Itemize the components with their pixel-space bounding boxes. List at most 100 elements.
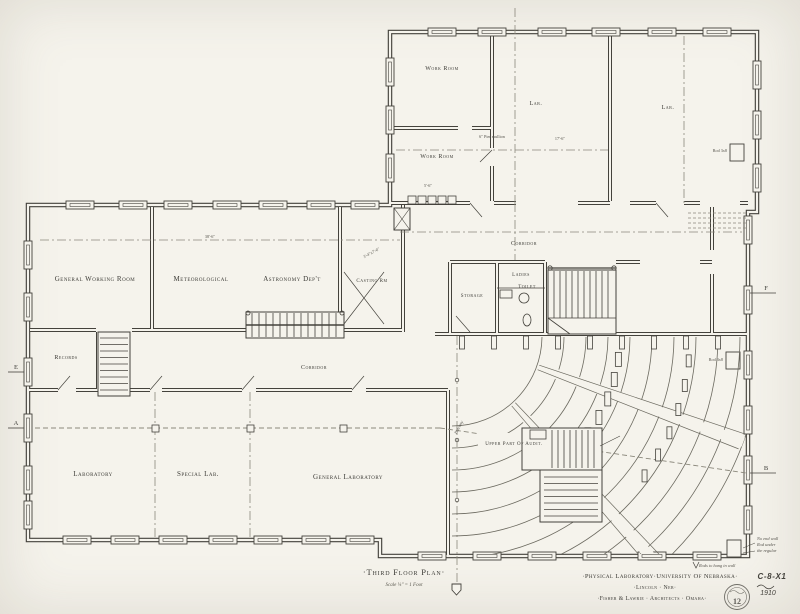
window-sash bbox=[310, 203, 332, 207]
seat-standard bbox=[641, 469, 648, 483]
door-swing bbox=[351, 375, 365, 391]
window-sash bbox=[26, 469, 30, 491]
door-swing bbox=[655, 202, 669, 218]
pier bbox=[339, 424, 348, 433]
booth-lower bbox=[539, 469, 603, 523]
window bbox=[163, 200, 193, 210]
window bbox=[385, 105, 395, 135]
window-sash bbox=[746, 459, 750, 481]
window-sash bbox=[349, 538, 371, 542]
note-corner-2: Rod under bbox=[756, 542, 776, 547]
stamp-arc-text bbox=[729, 590, 745, 594]
seating-row-arc bbox=[452, 337, 565, 449]
section-marker-f: F bbox=[764, 285, 768, 292]
window-sash bbox=[216, 203, 238, 207]
window-sash bbox=[755, 167, 759, 189]
window-sash bbox=[746, 409, 750, 431]
window bbox=[647, 27, 677, 37]
seat-standard bbox=[681, 379, 688, 392]
row-end-stub bbox=[715, 335, 721, 350]
fixtures-group bbox=[8, 143, 776, 596]
newel-post bbox=[547, 265, 553, 271]
window bbox=[350, 200, 380, 210]
window bbox=[208, 535, 238, 545]
window-sash bbox=[167, 203, 189, 207]
toilet-fixture bbox=[518, 292, 530, 304]
note-rod-1: Rod 3x8 bbox=[713, 148, 727, 153]
window bbox=[23, 240, 33, 270]
window-sash bbox=[421, 554, 443, 558]
stair-auditorium bbox=[547, 269, 617, 335]
window bbox=[158, 535, 188, 545]
approval-stamp: 12 bbox=[724, 584, 750, 610]
window bbox=[427, 27, 457, 37]
room-label-astronomy: Astronomy Dep't bbox=[263, 275, 321, 283]
window-sash bbox=[431, 30, 453, 34]
window bbox=[477, 27, 507, 37]
note-corner-3: the regular bbox=[757, 548, 777, 553]
room-label-general-lab: General Laboratory bbox=[313, 473, 383, 481]
window bbox=[385, 57, 395, 87]
centerlines-group bbox=[35, 8, 747, 584]
seat-standard bbox=[595, 410, 603, 425]
room-label-meteorological: Meteorological bbox=[174, 275, 229, 283]
window bbox=[472, 551, 502, 561]
section-markers: E A F B bbox=[14, 285, 769, 472]
sink bbox=[499, 289, 513, 299]
window-sash bbox=[541, 30, 563, 34]
chimney-hatch bbox=[393, 207, 411, 231]
note-rod-2: Rod 3x8 bbox=[709, 357, 723, 362]
room-label-work-room-lower: Work Room bbox=[420, 154, 453, 160]
window-sash bbox=[26, 361, 30, 383]
section-flag bbox=[451, 583, 462, 596]
sheet-year: 1910 bbox=[760, 590, 776, 597]
leader bbox=[742, 542, 756, 549]
row-end-stub bbox=[651, 335, 657, 350]
pier bbox=[151, 424, 160, 433]
note-pier-mullion: 6" Pier mullion bbox=[479, 134, 506, 139]
window bbox=[591, 27, 621, 37]
room-label-special-lab: Special Lab. bbox=[177, 470, 219, 478]
window bbox=[537, 27, 567, 37]
aisle bbox=[539, 363, 746, 447]
room-label-laboratory: Laboratory bbox=[73, 470, 112, 478]
seating-row-arc bbox=[452, 337, 543, 427]
locker bbox=[437, 195, 447, 205]
window-sash bbox=[26, 504, 30, 526]
note-dim-3: 3'-4"x7'-6" bbox=[362, 246, 381, 259]
room-label-records: Records bbox=[54, 355, 77, 361]
auditorium-structure-group bbox=[459, 335, 721, 523]
door-swing bbox=[149, 375, 163, 391]
window-sash bbox=[162, 538, 184, 542]
window bbox=[110, 535, 140, 545]
row-end-stub bbox=[459, 335, 465, 350]
note-dim-4: 38'-6" bbox=[205, 234, 215, 239]
seat-standard bbox=[675, 403, 682, 416]
room-label-ladies: Ladies bbox=[512, 273, 530, 278]
window-sash bbox=[26, 417, 30, 439]
seating-row-arc bbox=[639, 337, 741, 554]
handwritten-scribble bbox=[756, 584, 775, 590]
window bbox=[65, 200, 95, 210]
windows-group bbox=[23, 27, 762, 561]
window-sash bbox=[26, 296, 30, 318]
seat-standard bbox=[614, 351, 622, 367]
window-sash bbox=[595, 30, 617, 34]
stairs-group bbox=[97, 265, 617, 397]
room-label-work-room-top: Work Room bbox=[425, 66, 458, 72]
locker bbox=[407, 195, 417, 205]
door-swing bbox=[57, 375, 71, 391]
window-sash bbox=[641, 554, 663, 558]
row-end-stub bbox=[619, 335, 625, 350]
plan-scale-note: Scale ¼" = 1 Foot bbox=[386, 583, 424, 588]
window-sash bbox=[586, 554, 608, 558]
row-end-stub bbox=[523, 335, 529, 350]
note-tick bbox=[692, 561, 700, 569]
window-sash bbox=[388, 61, 392, 83]
window bbox=[752, 163, 762, 193]
wall-core bbox=[26, 30, 759, 558]
stamp-number: 12 bbox=[733, 597, 741, 606]
rail-post bbox=[454, 377, 460, 383]
room-label-casting: Casting Rm bbox=[356, 279, 387, 284]
